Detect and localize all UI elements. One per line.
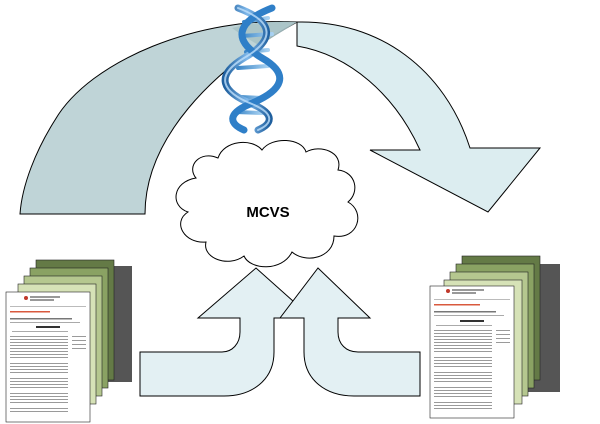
document-stack-icon xyxy=(5,259,132,423)
document-stack-icon xyxy=(429,255,560,419)
input-arrow-right xyxy=(278,267,421,397)
document-page xyxy=(429,285,515,419)
dna-helix-icon xyxy=(221,4,284,134)
cycle-arrow-right-half xyxy=(296,21,542,213)
cycle-arrow-left-half xyxy=(19,20,299,215)
cloud-icon: MCVS xyxy=(175,140,359,268)
document-page xyxy=(5,291,91,423)
input-arrow-left xyxy=(139,267,314,397)
cloud-label: MCVS xyxy=(246,204,289,221)
